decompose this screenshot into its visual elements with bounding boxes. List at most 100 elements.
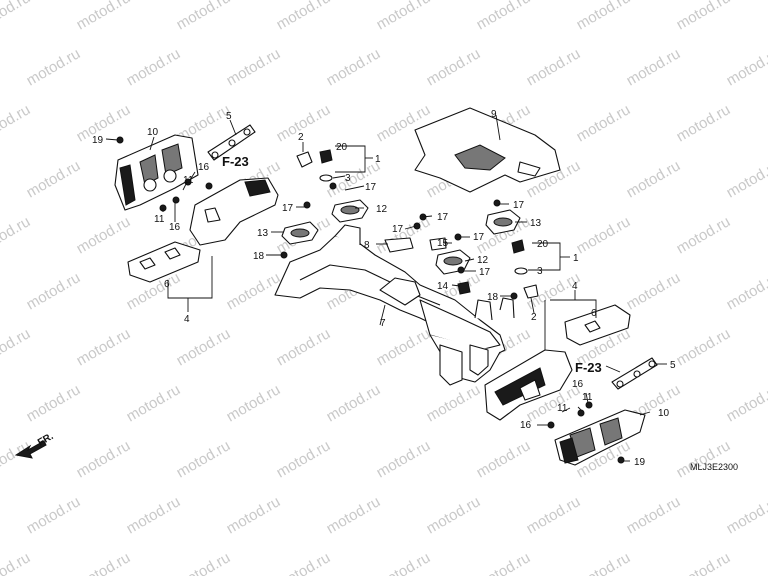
watermark-text: motod.ru (174, 0, 234, 33)
watermark-text: motod.ru (674, 437, 734, 481)
callout-9: 9 (491, 109, 497, 120)
watermark-text: motod.ru (224, 45, 284, 89)
watermark-text: motod.ru (724, 493, 768, 537)
callout-10-upper: 10 (147, 127, 159, 138)
watermark-text: motod.ru (224, 493, 284, 537)
part-7-frame[interactable] (274, 224, 515, 386)
part-5-bracket-left[interactable] (207, 124, 256, 161)
part-8-bracket[interactable] (384, 237, 414, 253)
watermark-text: motod.ru (724, 157, 768, 201)
watermark-text: motod.ru (74, 213, 134, 257)
callout-17-b: 17 (282, 203, 294, 214)
watermark-text: motod.ru (0, 213, 33, 257)
watermark-text: motod.ru (0, 437, 33, 481)
watermark-text: motod.ru (674, 101, 734, 145)
watermark-text: motod.ru (24, 493, 84, 537)
callout-13-right: 13 (530, 218, 542, 229)
callout-4-upper: 4 (184, 314, 190, 325)
part-3-ring-upper[interactable] (319, 174, 333, 182)
watermark-text: motod.ru (674, 0, 734, 33)
ref-f23-lower: F-23 (575, 360, 602, 375)
callout-16-upper-b: 16 (169, 222, 181, 233)
watermark-text: motod.ru (474, 437, 534, 481)
callout-17-g: 17 (479, 267, 491, 278)
watermark-text: motod.ru (724, 269, 768, 313)
watermark-text: motod.ru (24, 45, 84, 89)
watermark-text: motod.ru (624, 45, 684, 89)
callout-3-lower: 3 (537, 266, 543, 277)
callout-1-lower: 1 (573, 253, 579, 264)
fasteners (116, 136, 625, 464)
watermark-text: motod.ru (124, 45, 184, 89)
callout-12-upper: 12 (376, 204, 388, 215)
callout-14: 14 (437, 281, 449, 292)
part-10-cover-right[interactable] (554, 409, 646, 466)
part-12-mount-upper[interactable] (331, 199, 369, 223)
callout-6-lower: 6 (591, 308, 597, 319)
watermark-text: motod.ru (524, 45, 584, 89)
watermark-text: motod.ru (0, 325, 33, 369)
part-5-bracket-right[interactable] (611, 357, 658, 390)
callout-6-upper: 6 (164, 279, 170, 290)
callout-12-lower: 12 (477, 255, 489, 266)
part-9-seal-sheet[interactable] (414, 107, 561, 193)
callout-7: 7 (380, 318, 386, 329)
watermark-text: motod.ru (624, 157, 684, 201)
watermark-text: motod.ru (674, 549, 734, 576)
watermark-text: motod.ru (174, 549, 234, 576)
watermark-text: motod.ru (74, 101, 134, 145)
callout-17-a: 17 (365, 182, 377, 193)
part-15-clip[interactable] (429, 237, 447, 251)
watermark-text: motod.ru (474, 0, 534, 33)
front-arrow-icon (14, 440, 47, 459)
watermark-text: motod.ru (724, 381, 768, 425)
part-2-grommet-lower[interactable] (523, 284, 539, 299)
part-4-housing-right[interactable] (484, 349, 573, 421)
watermark-text: motod.ru (374, 549, 434, 576)
part-13-mount-left[interactable] (281, 221, 319, 245)
part-13-mount-right[interactable] (485, 209, 521, 235)
watermark-text: motod.ru (24, 269, 84, 313)
callout-2-lower: 2 (531, 312, 537, 323)
part-6-plate-right[interactable] (564, 304, 631, 346)
watermark-text: motod.ru (424, 45, 484, 89)
callout-13-left: 13 (257, 228, 269, 239)
part-6-plate-left[interactable] (127, 241, 201, 283)
watermark-text: motod.ru (374, 437, 434, 481)
watermark-text: motod.ru (424, 381, 484, 425)
callout-8: 8 (364, 240, 370, 251)
callout-2-upper: 2 (298, 132, 304, 143)
watermark-text: motod.ru (624, 493, 684, 537)
callout-17-c: 17 (392, 224, 404, 235)
callout-16-upper-a: 16 (198, 162, 210, 173)
watermark-text: motod.ru (274, 437, 334, 481)
callout-20-lower: 20 (537, 239, 549, 250)
part-14-clip[interactable] (457, 281, 471, 295)
part-20-connector-upper[interactable] (319, 149, 333, 164)
part-4-housing-left[interactable] (189, 177, 279, 246)
callout-19-lower: 19 (634, 457, 646, 468)
watermark-text: motod.ru (74, 437, 134, 481)
callout-5-lower: 5 (670, 360, 676, 371)
watermark-text: motod.ru (674, 213, 734, 257)
part-3-ring-lower[interactable] (514, 267, 528, 275)
callout-11-lower-a: 11 (582, 392, 593, 403)
watermark-text: motod.ru (274, 325, 334, 369)
part-12-mount-lower[interactable] (435, 249, 471, 275)
callout-10-lower: 10 (658, 408, 670, 419)
watermark-text: motod.ru (174, 437, 234, 481)
part-20-connector-lower[interactable] (511, 239, 525, 254)
watermark-text: motod.ru (124, 493, 184, 537)
watermark-text: motod.ru (74, 0, 134, 33)
watermark-text: motod.ru (24, 381, 84, 425)
callout-17-e: 17 (513, 200, 525, 211)
part-2-grommet-upper[interactable] (296, 151, 313, 168)
part-10-cover-left[interactable] (114, 134, 199, 211)
callout-11-upper-b: 11 (154, 214, 165, 225)
callout-18-left: 18 (253, 251, 265, 262)
watermark-text: motod.ru (474, 549, 534, 576)
watermark-text: motod.ru (274, 0, 334, 33)
watermark-text: motod.ru (724, 45, 768, 89)
watermark-text: motod.ru (224, 269, 284, 313)
